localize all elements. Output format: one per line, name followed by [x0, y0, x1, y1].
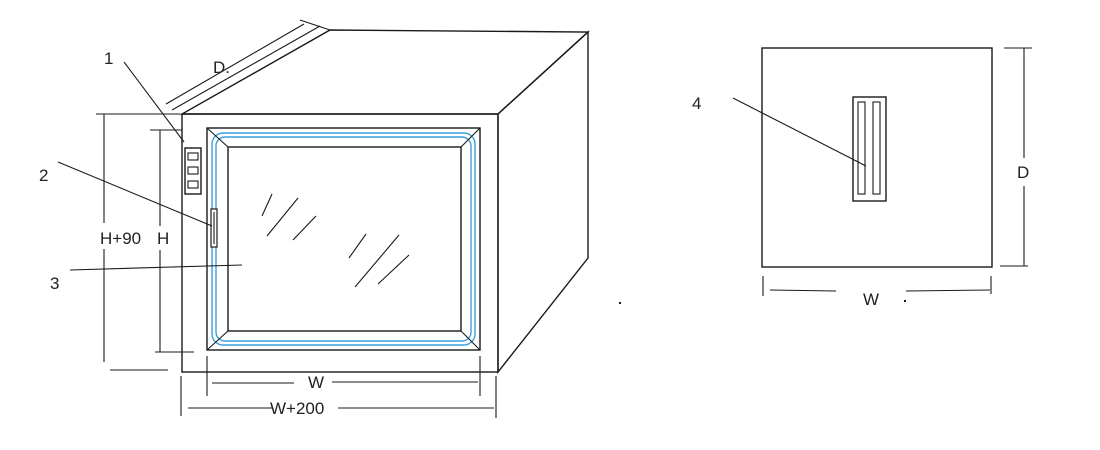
callout-1-leader	[123, 61, 185, 143]
callout-4-leader	[732, 97, 867, 167]
callout-2-leader	[57, 161, 213, 227]
control-panel	[184, 147, 202, 195]
control-panel-box	[184, 147, 202, 195]
indicator-light	[187, 166, 199, 175]
inner-height-dimension	[150, 129, 194, 353]
window-glass	[227, 146, 462, 332]
outer-width-dimension	[180, 376, 497, 418]
cabinet-top-face	[179, 29, 590, 115]
depth-dimension	[165, 19, 331, 111]
cabinet-front-face	[181, 113, 499, 373]
inner-width-dimension	[206, 356, 481, 396]
cabinet-body	[179, 29, 590, 375]
door-seal-inner	[215, 136, 472, 342]
top-view-outline	[761, 47, 993, 268]
callout-1-label: 1	[104, 49, 113, 68]
cabinet-side-face	[497, 30, 589, 375]
window-bevel	[460, 330, 481, 351]
top-depth-label: D	[1017, 163, 1029, 182]
top-depth-dimension	[1000, 47, 1032, 267]
door-outer-frame	[206, 127, 481, 351]
uv-lamp-fixture	[852, 96, 887, 202]
indicator-light	[187, 180, 199, 189]
uv-lamp-tube	[857, 101, 866, 195]
indicator-light	[187, 152, 199, 161]
inner-height-label: H	[157, 229, 169, 248]
window-bevel	[206, 127, 229, 148]
outer-width-label: W+200	[270, 399, 324, 418]
inner-width-label: W	[308, 373, 324, 392]
callout-3-leader	[69, 264, 243, 271]
window-bevel	[460, 127, 481, 148]
depth-label: D.	[213, 58, 230, 77]
outer-height-dimension	[96, 113, 180, 371]
door-seal	[211, 132, 476, 346]
stray-mark	[619, 302, 621, 304]
glass-reflections	[261, 193, 410, 288]
top-width-dimension	[762, 276, 992, 302]
callout-4-label: 4	[692, 94, 701, 113]
uv-lamp-housing	[852, 96, 887, 202]
top-width-label: W	[863, 290, 879, 309]
window-bevel	[206, 330, 229, 351]
top-view: 4 D W	[692, 47, 1032, 309]
door-assembly	[206, 127, 481, 351]
callout-3-label: 3	[50, 274, 59, 293]
uv-lamp-tube	[872, 101, 881, 195]
outer-height-label: H+90	[100, 229, 141, 248]
front-view: 1 2 3 D. H+90 H	[39, 19, 590, 418]
callout-2-label: 2	[39, 166, 48, 185]
